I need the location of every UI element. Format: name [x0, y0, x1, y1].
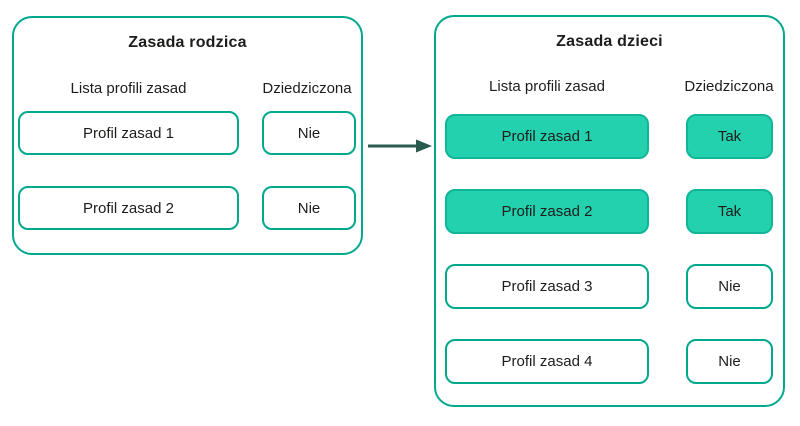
child-profile-3: Profil zasad 3: [445, 264, 649, 309]
child-profile-1: Profil zasad 1: [445, 114, 649, 159]
arrow-right-icon: [368, 139, 432, 153]
child-inherited-flag-4: Nie: [686, 339, 773, 384]
child-profile-4: Profil zasad 4: [445, 339, 649, 384]
parent-inherited-flag-1: Nie: [262, 111, 356, 155]
parent-column-header-inherited: Dziedziczona: [262, 80, 352, 97]
child-inherited-flag-3: Nie: [686, 264, 773, 309]
child-inherited-flag-2: Tak: [686, 189, 773, 234]
parent-policy-box: Zasada rodzica Lista profili zasad Dzied…: [12, 16, 363, 255]
parent-column-header-profiles: Lista profili zasad: [70, 80, 187, 97]
child-policy-box: Zasada dzieci Lista profili zasad Dziedz…: [434, 15, 785, 407]
parent-profile-2: Profil zasad 2: [18, 186, 239, 230]
parent-inherited-flag-2: Nie: [262, 186, 356, 230]
child-profile-2: Profil zasad 2: [445, 189, 649, 234]
child-column-header-profiles: Lista profili zasad: [489, 78, 605, 95]
parent-policy-title: Zasada rodzica: [128, 34, 247, 51]
child-inherited-flag-1: Tak: [686, 114, 773, 159]
child-column-header-inherited: Dziedziczona: [684, 78, 774, 95]
parent-profile-1: Profil zasad 1: [18, 111, 239, 155]
child-policy-title: Zasada dzieci: [556, 33, 663, 50]
